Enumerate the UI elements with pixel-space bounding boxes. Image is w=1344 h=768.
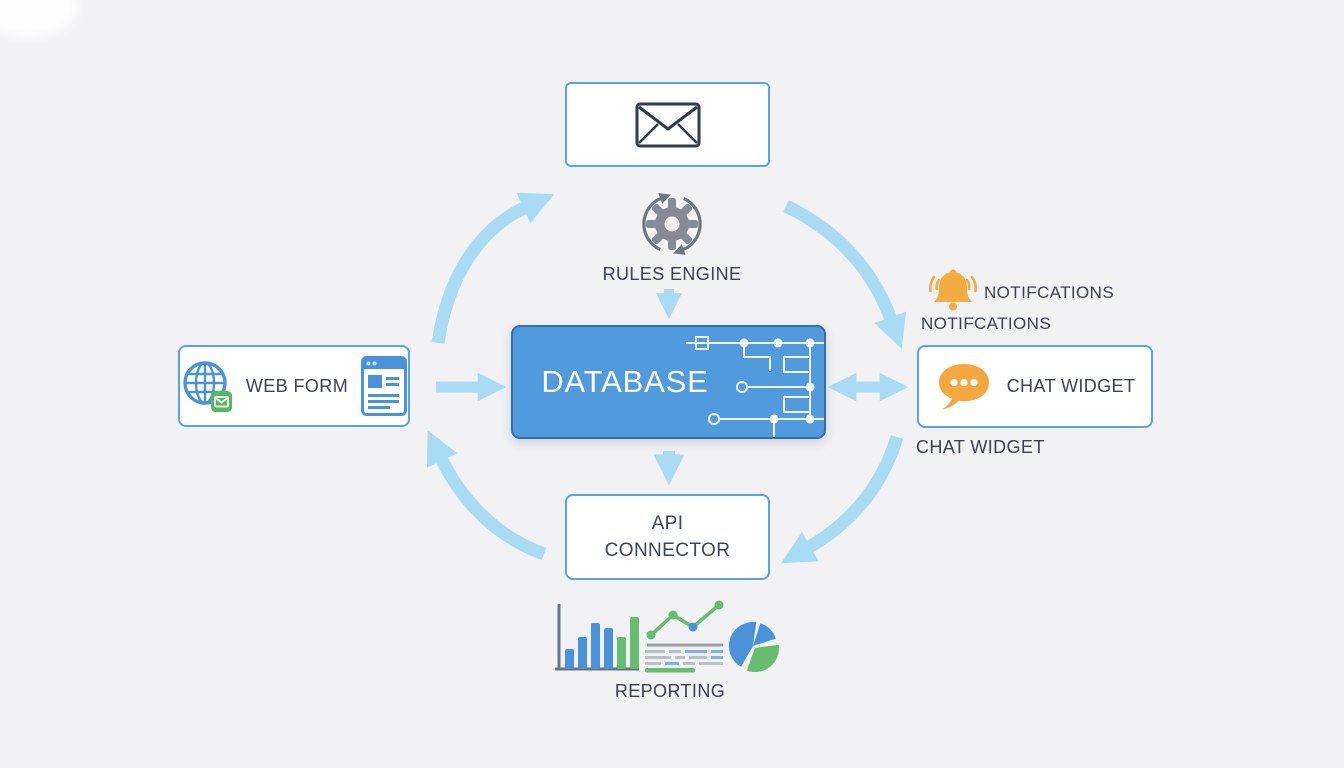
form-page-icon — [361, 356, 408, 416]
bell-icon — [929, 269, 977, 311]
bar-chart-icon — [555, 604, 639, 671]
circuit-pattern-decoration — [686, 336, 824, 437]
arrow-curve-lower-right — [781, 435, 904, 564]
gear-sync-icon — [642, 193, 702, 255]
api-connector-label-line2: CONNECTOR — [604, 540, 731, 561]
notifications-floating-label: NOTIFCATIONS — [921, 314, 1052, 333]
arrow-curve-upper-right — [783, 200, 907, 350]
line-report-icon — [645, 600, 724, 673]
chat-bubble-icon — [938, 363, 989, 409]
pie-chart-icon — [728, 621, 780, 673]
reporting-label: REPORTING — [614, 681, 726, 701]
arrow-curve-upper-left — [431, 192, 555, 344]
chat-widget-label: CHAT WIDGET — [1006, 376, 1136, 396]
api-connector-label-line1: API — [651, 513, 684, 534]
database-node: DATABASE — [511, 325, 826, 439]
web-form-node: WEB FORM — [178, 345, 410, 427]
rules-engine-label: RULES ENGINE — [602, 264, 742, 284]
api-connector-node: API CONNECTOR — [565, 494, 770, 580]
arrow-curve-lower-left — [426, 430, 547, 561]
chat-widget-floating-label: CHAT WIDGET — [916, 437, 1045, 457]
globe-check-icon — [183, 361, 232, 412]
database-label: DATABASE — [541, 364, 709, 399]
email-node — [565, 82, 770, 167]
envelope-icon — [635, 102, 700, 147]
web-form-label: WEB FORM — [245, 375, 349, 396]
notifications-label: NOTIFCATIONS — [984, 283, 1115, 302]
chat-widget-node: CHAT WIDGET — [917, 345, 1153, 428]
